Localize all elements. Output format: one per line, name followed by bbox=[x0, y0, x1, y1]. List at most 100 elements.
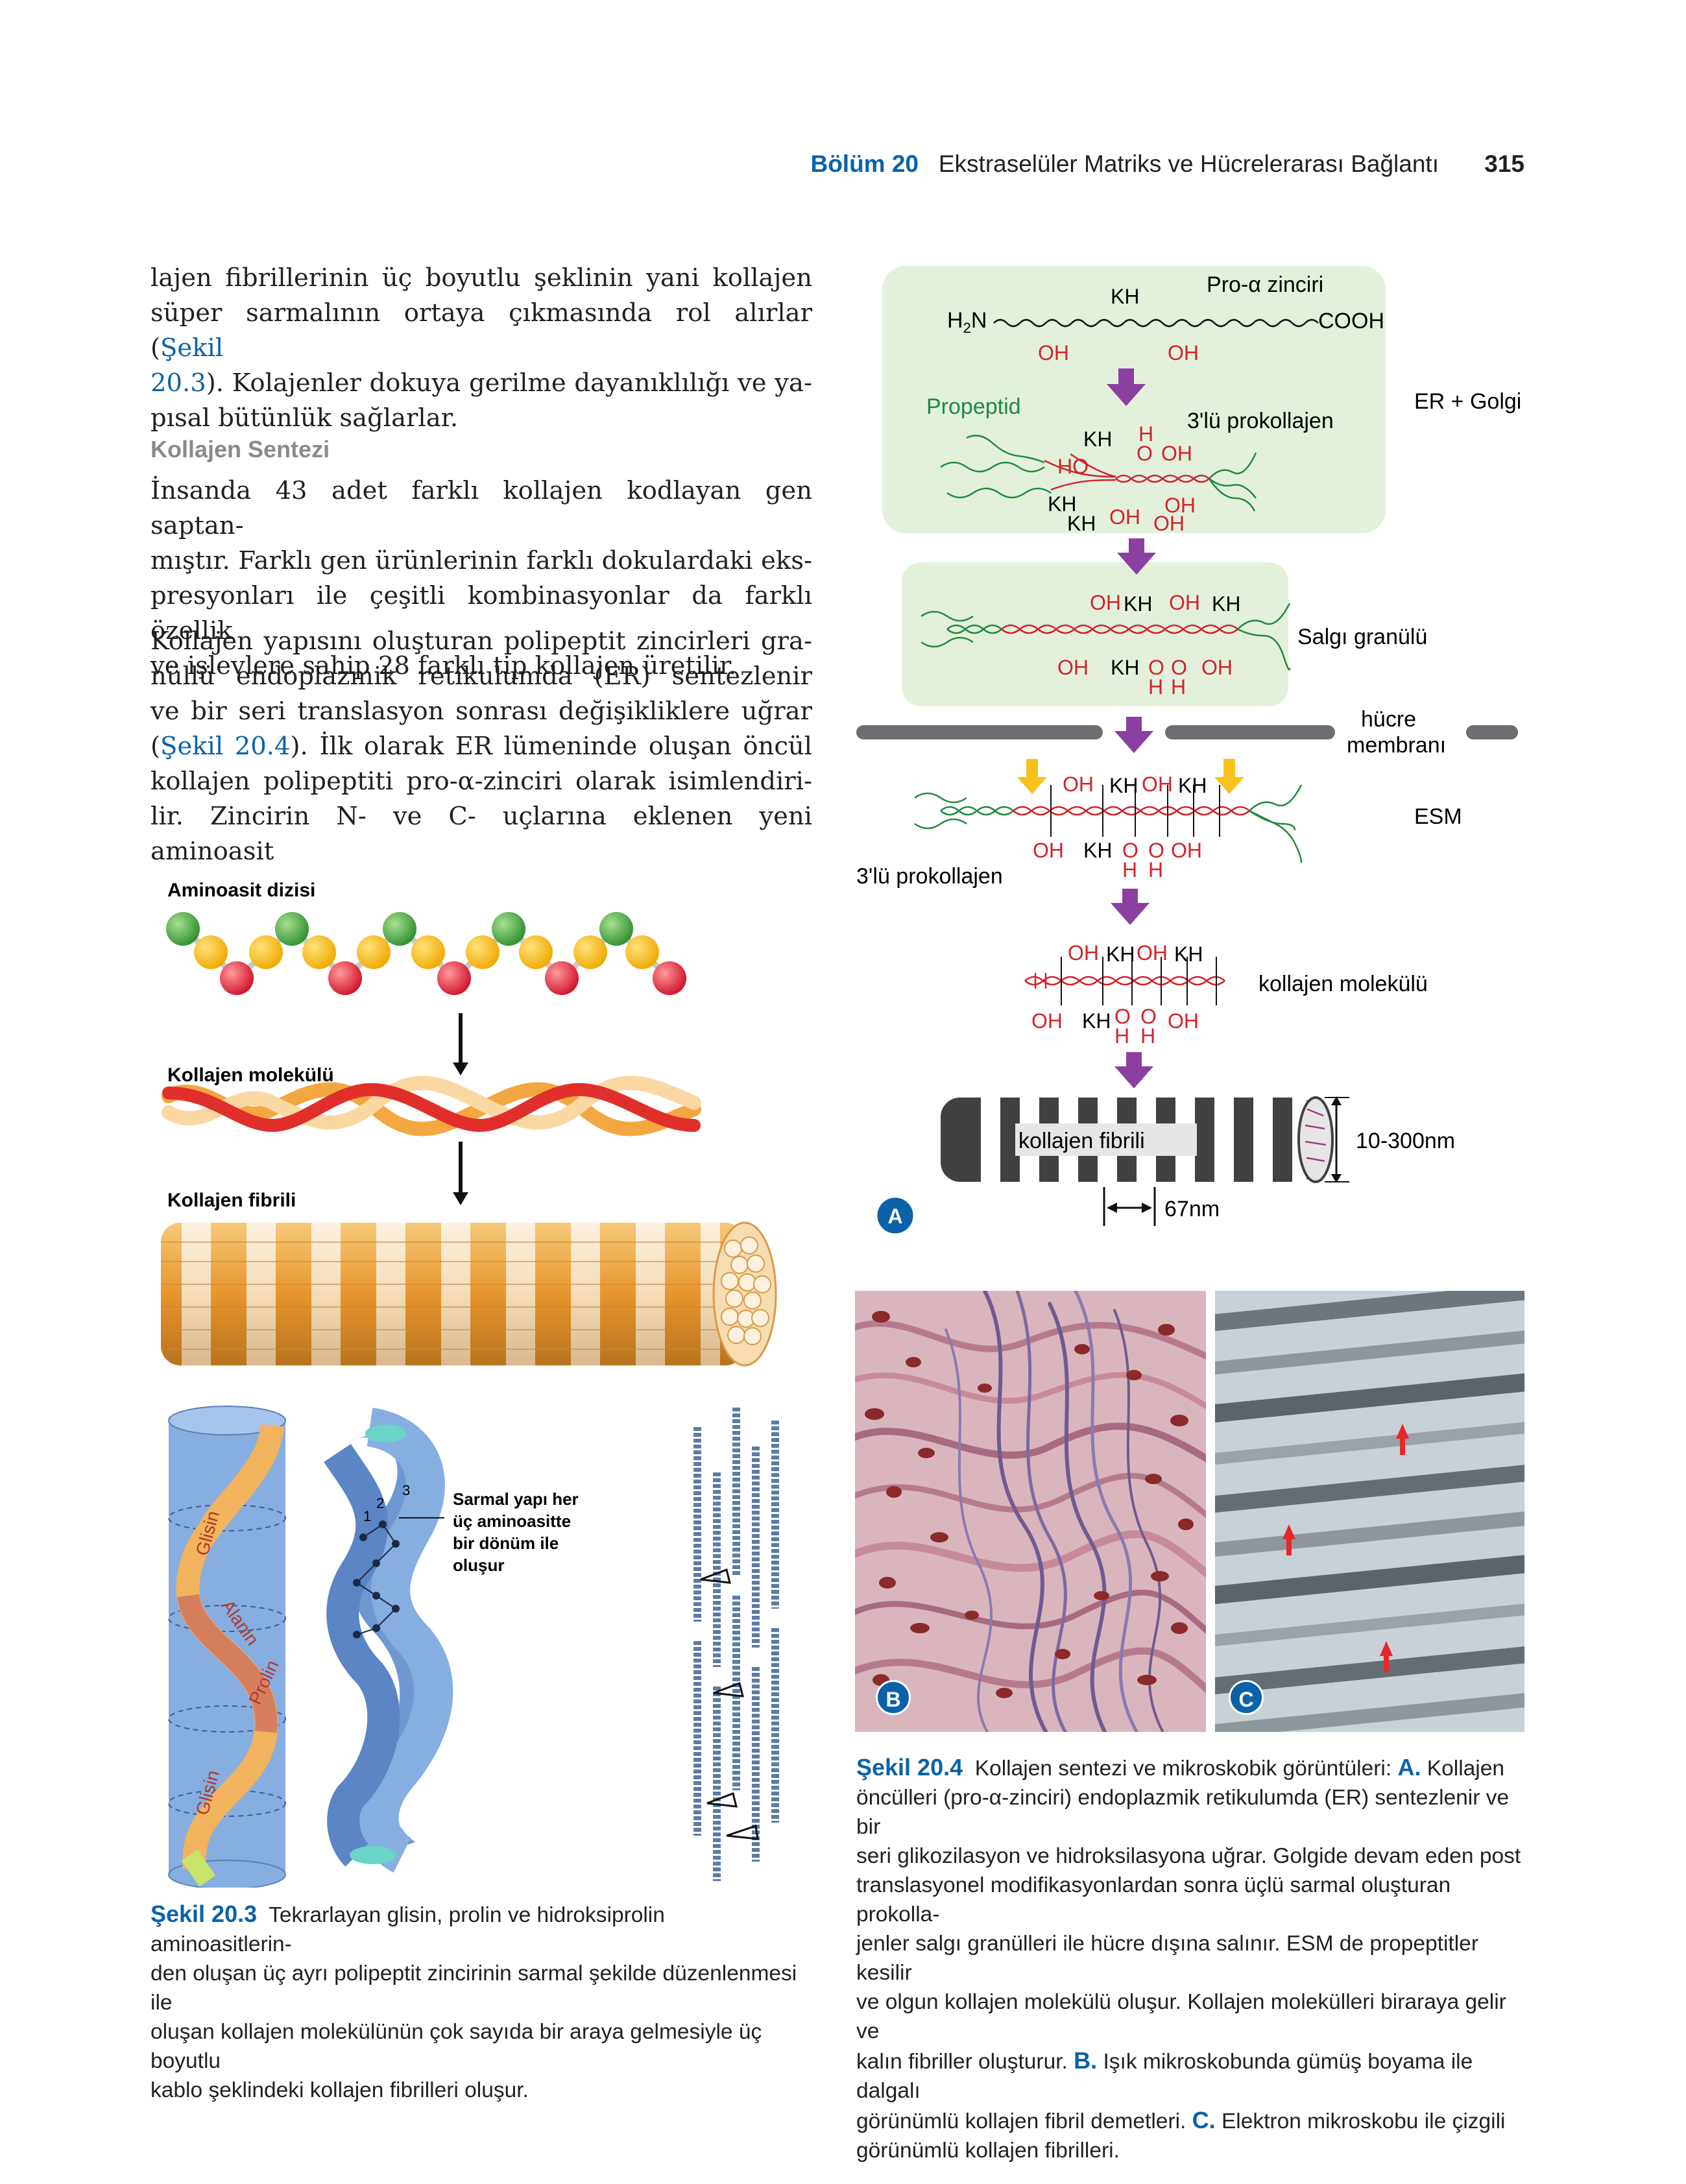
staggered-molecules bbox=[693, 1408, 779, 1881]
label-oh: OH bbox=[1068, 941, 1099, 965]
micrograph-b bbox=[855, 1291, 1206, 1732]
polypeptide-chain bbox=[993, 318, 1319, 328]
amino-acid-chain bbox=[166, 912, 686, 995]
text-line: ve işlevlere sahip 28 farklı tip kollaje… bbox=[151, 651, 737, 680]
page-number: 315 bbox=[1484, 150, 1524, 177]
label-n1: 1 bbox=[363, 1508, 371, 1524]
caption-line: Kollajen sentezi ve mikroskobik görüntül… bbox=[974, 1757, 1392, 1781]
figure-20-4-diagram: Pro-α zinciri KH H2N COOH OH OH Propepti… bbox=[856, 266, 1521, 1236]
er-golgi-box bbox=[882, 266, 1386, 533]
label-oh: OH bbox=[1153, 512, 1185, 535]
label-o: O bbox=[1148, 839, 1164, 862]
label-oh: OH bbox=[1161, 442, 1192, 465]
label-kh: KH bbox=[1083, 427, 1112, 451]
text-line: lir. Zincirin N- ve C- uçlarına eklenen … bbox=[151, 802, 812, 866]
caption-line: jenler salgı granülleri ile hücre dışına… bbox=[856, 1932, 1478, 1985]
procollagen-er bbox=[940, 435, 1257, 512]
text-line: mıştır. Farklı gen ürünlerinin farklı do… bbox=[151, 546, 812, 575]
label-kh: KH bbox=[1109, 774, 1138, 797]
paragraph-3: Kollajen yapısını oluşturan polipeptit z… bbox=[151, 624, 812, 869]
twisted-helix-diagram: 1 2 3 bbox=[324, 1408, 453, 1873]
label-oh: OH bbox=[1033, 839, 1064, 862]
label-oh: OH bbox=[1063, 773, 1094, 796]
process-arrow bbox=[1107, 368, 1146, 406]
micrograph-c-image bbox=[1215, 1291, 1524, 1732]
label-oh: OH bbox=[1169, 591, 1200, 614]
process-arrow bbox=[1117, 538, 1156, 575]
collagen-fibril-banded: kollajen fibrili 10-300nm 67nm bbox=[941, 1096, 1455, 1226]
text-line: ve bir seri translasyon sonrası değişikl… bbox=[151, 697, 812, 726]
caption-line: öncülleri (pro-α-zinciri) endoplazmik re… bbox=[856, 1786, 1510, 1839]
label-h2n: H2N bbox=[947, 308, 987, 336]
panel-b-badge: B bbox=[876, 1680, 911, 1715]
micrograph-b-image bbox=[855, 1291, 1206, 1732]
label-secretory-granule: Salgı granülü bbox=[1297, 625, 1427, 649]
label-kh: KH bbox=[1178, 774, 1207, 797]
panel-c-badge: C bbox=[1229, 1680, 1264, 1715]
caption-line: görünümlü kollajen fibrilleri. bbox=[856, 2139, 1120, 2163]
cell-membrane-left bbox=[856, 725, 1103, 739]
label-kh: KH bbox=[1048, 492, 1076, 516]
label-er-golgi: ER + Golgi bbox=[1414, 389, 1521, 414]
label-pro-alpha: Pro-α zinciri bbox=[1207, 272, 1323, 297]
process-arrow bbox=[1114, 717, 1153, 753]
caption-20-4: Şekil 20.4 Kollajen sentezi ve mikroskob… bbox=[856, 1753, 1531, 2165]
down-arrow bbox=[453, 1142, 468, 1205]
label-h: H bbox=[1148, 858, 1163, 882]
label-oh: OH bbox=[1057, 656, 1089, 679]
micrograph-c bbox=[1215, 1291, 1524, 1732]
caption-line: Elektron mikroskobu ile çizgili bbox=[1221, 2109, 1506, 2133]
label-kh: KH bbox=[1111, 285, 1139, 308]
label-kh: KH bbox=[1106, 942, 1135, 966]
label-oh: OH bbox=[1038, 341, 1069, 365]
text-line: (Şekil 20.4). İlk olarak ER lümeninde ol… bbox=[151, 732, 812, 761]
cell-membrane-right bbox=[1165, 725, 1335, 739]
label-n3: 3 bbox=[402, 1482, 410, 1498]
paragraph-2: İnsanda 43 adet farklı kollajen kodlayan… bbox=[151, 474, 812, 684]
helix-cylinder-diagram: Glisin Alanin Prolin Glisin bbox=[168, 1406, 286, 1888]
label-kh: KH bbox=[1111, 656, 1139, 679]
caption-line: translasyonel modifikasyonlardan sonra ü… bbox=[856, 1873, 1451, 1926]
helix-note-2: üç aminoasitte bbox=[453, 1511, 571, 1531]
caption-label: Şekil 20.3 bbox=[151, 1901, 258, 1927]
paragraph-1: lajen fibrillerinin üç boyutlu şeklinin … bbox=[151, 261, 812, 436]
label-o: O bbox=[1114, 1005, 1131, 1028]
caption-line: görünümlü kollajen fibril demetleri. bbox=[856, 2109, 1186, 2133]
caption-line: Tekrarlayan glisin, prolin ve hidroksipr… bbox=[151, 1903, 665, 1956]
text-line: Kollajen yapısını oluşturan polipeptit z… bbox=[151, 627, 812, 656]
helix-note-4: oluşur bbox=[453, 1555, 504, 1575]
label-h: H bbox=[1114, 1024, 1129, 1048]
label-kh: KH bbox=[1067, 512, 1096, 535]
caption-label: Şekil 20.4 bbox=[856, 1754, 963, 1781]
mature-collagen bbox=[1024, 957, 1225, 1005]
label-kh: KH bbox=[1082, 1009, 1111, 1033]
caption-panel-c: C. bbox=[1192, 2107, 1216, 2133]
label-collagen-fibril: kollajen fibrili bbox=[1018, 1129, 1145, 1153]
granule-box bbox=[902, 562, 1288, 706]
text-line: presyonları ile çeşitli kombinasyonlar d… bbox=[151, 581, 812, 645]
red-arrows bbox=[1283, 1424, 1409, 1672]
label-o: O bbox=[1137, 442, 1153, 465]
text-line: lajen fibrillerinin üç boyutlu şeklinin … bbox=[151, 263, 812, 293]
down-arrow bbox=[453, 1013, 468, 1075]
label-oh: OH bbox=[1031, 1009, 1063, 1033]
caption-panel-b: B. bbox=[1074, 2047, 1098, 2074]
cell-membrane-end bbox=[1466, 725, 1518, 739]
label-ho: HO bbox=[1057, 455, 1089, 478]
text-line: kollajen polipeptiti pro-α-zinciri olara… bbox=[151, 767, 812, 796]
caption-20-3: Şekil 20.3 Tekrarlayan glisin, prolin ve… bbox=[151, 1899, 806, 2105]
label-aa-sequence: Aminoasit dizisi bbox=[167, 880, 315, 901]
chapter-title: Ekstraselüler Matriks ve Hücrelerarası B… bbox=[938, 150, 1439, 177]
crosslinks bbox=[700, 1568, 759, 1840]
label-n2: 2 bbox=[376, 1495, 384, 1511]
label-cooh: COOH bbox=[1318, 309, 1384, 333]
label-o: O bbox=[1140, 1005, 1157, 1028]
process-arrow bbox=[1114, 1052, 1153, 1088]
section-heading: Kollajen Sentezi bbox=[151, 436, 330, 462]
caption-line: den oluşan üç ayrı polipeptit zincirinin… bbox=[151, 1962, 797, 2015]
cleavage-arrow bbox=[1017, 759, 1244, 794]
label-propeptide: Propeptid bbox=[926, 394, 1021, 419]
label-collagen-fibril: Kollajen fibrili bbox=[167, 1190, 296, 1211]
label-collagen-molecule: Kollajen molekülü bbox=[167, 1064, 334, 1086]
label-cell-membrane-1: hücre bbox=[1361, 707, 1416, 732]
